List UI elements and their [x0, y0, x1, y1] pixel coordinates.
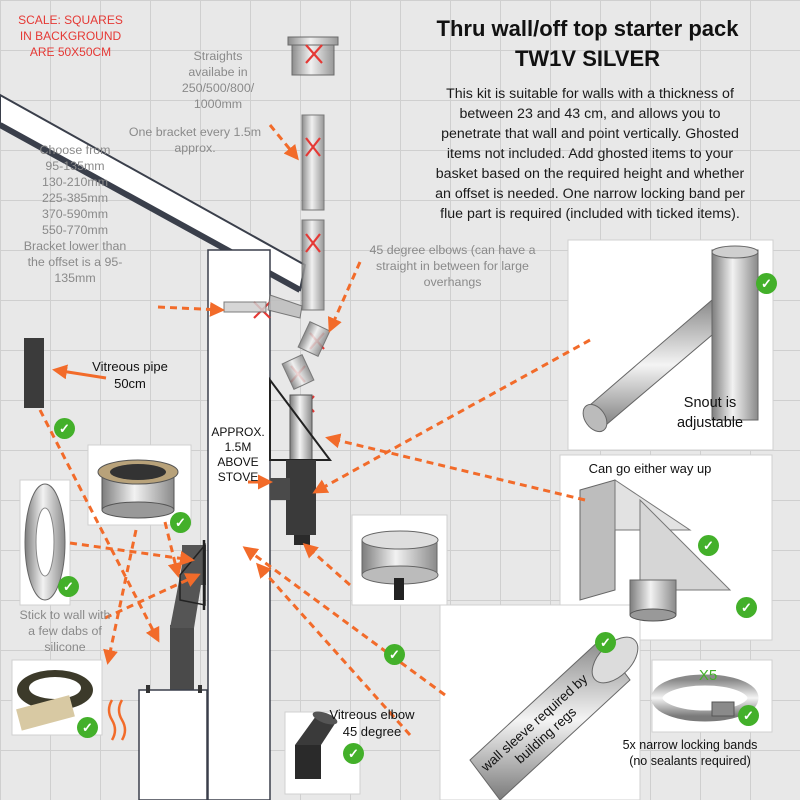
collar-product-image: [97, 459, 179, 519]
vitreous-pipe-icon: [24, 338, 44, 408]
label-x5: X5: [698, 667, 718, 684]
kit-description: This kit is suitable for walls with a th…: [435, 86, 745, 222]
label-45-elbows: 45 degree elbows (can have a straight in…: [369, 243, 536, 289]
label-locking-bands: 5x narrow locking bands (no sealants req…: [622, 738, 758, 768]
tick-elbow: ✓: [343, 743, 364, 764]
tick-sleeve-arrow: ✓: [384, 644, 405, 665]
tick-bands: ✓: [738, 705, 759, 726]
label-snout: Snout is adjustable: [676, 395, 744, 431]
label-approx-height: APPROX. 1.5M ABOVE STOVE: [211, 425, 265, 484]
cap-product-image: [361, 530, 439, 600]
rope-product-image: [16, 670, 93, 731]
stove: [138, 685, 208, 800]
plate-product-image: [24, 483, 66, 601]
tick-vitreous-pipe: ✓: [54, 418, 75, 439]
tick-sleeve: ✓: [595, 632, 616, 653]
pipe-above-tee: [289, 394, 313, 461]
locking-bands-product-image: [651, 674, 759, 722]
wall: [207, 249, 271, 800]
tick-tee: ✓: [756, 273, 777, 294]
page-title: Thru wall/off top starter pack: [436, 16, 739, 41]
tick-cap: ✓: [736, 597, 757, 618]
vitreous-elbow-product-image: [295, 711, 338, 779]
label-straights: Straights availabe in 250/500/800/ 1000m…: [181, 49, 255, 111]
label-stick-to-wall: Stick to wall with a few dabs of silicon…: [19, 608, 111, 654]
page-subtitle: TW1V SILVER: [514, 46, 661, 71]
tick-wall-bracket: ✓: [698, 535, 719, 556]
tick-plate: ✓: [58, 576, 79, 597]
label-vitreous-pipe: Vitreous pipe 50cm: [92, 359, 168, 391]
wall-bracket-product-image: [579, 479, 732, 622]
scale-note: SCALE: SQUARES IN BACKGROUND ARE 50X50CM: [18, 13, 123, 59]
tee-product-image: [582, 245, 759, 433]
label-vitreous-elbow: Vitreous elbow 45 degree: [329, 707, 415, 739]
label-bracket-every: One bracket every 1.5m approx.: [128, 125, 262, 155]
ghost-elbows: [223, 294, 331, 391]
pointer-arrows: [38, 124, 591, 736]
tick-collar: ✓: [170, 512, 191, 533]
tick-rope: ✓: [77, 717, 98, 738]
heat-waves-icon: [107, 699, 127, 741]
label-choose-from: Choose from 95-135mm 130-210mm 225-385mm…: [23, 143, 127, 285]
tee-on-wall: [270, 460, 316, 545]
label-either-way: Can go either way up: [588, 461, 712, 476]
